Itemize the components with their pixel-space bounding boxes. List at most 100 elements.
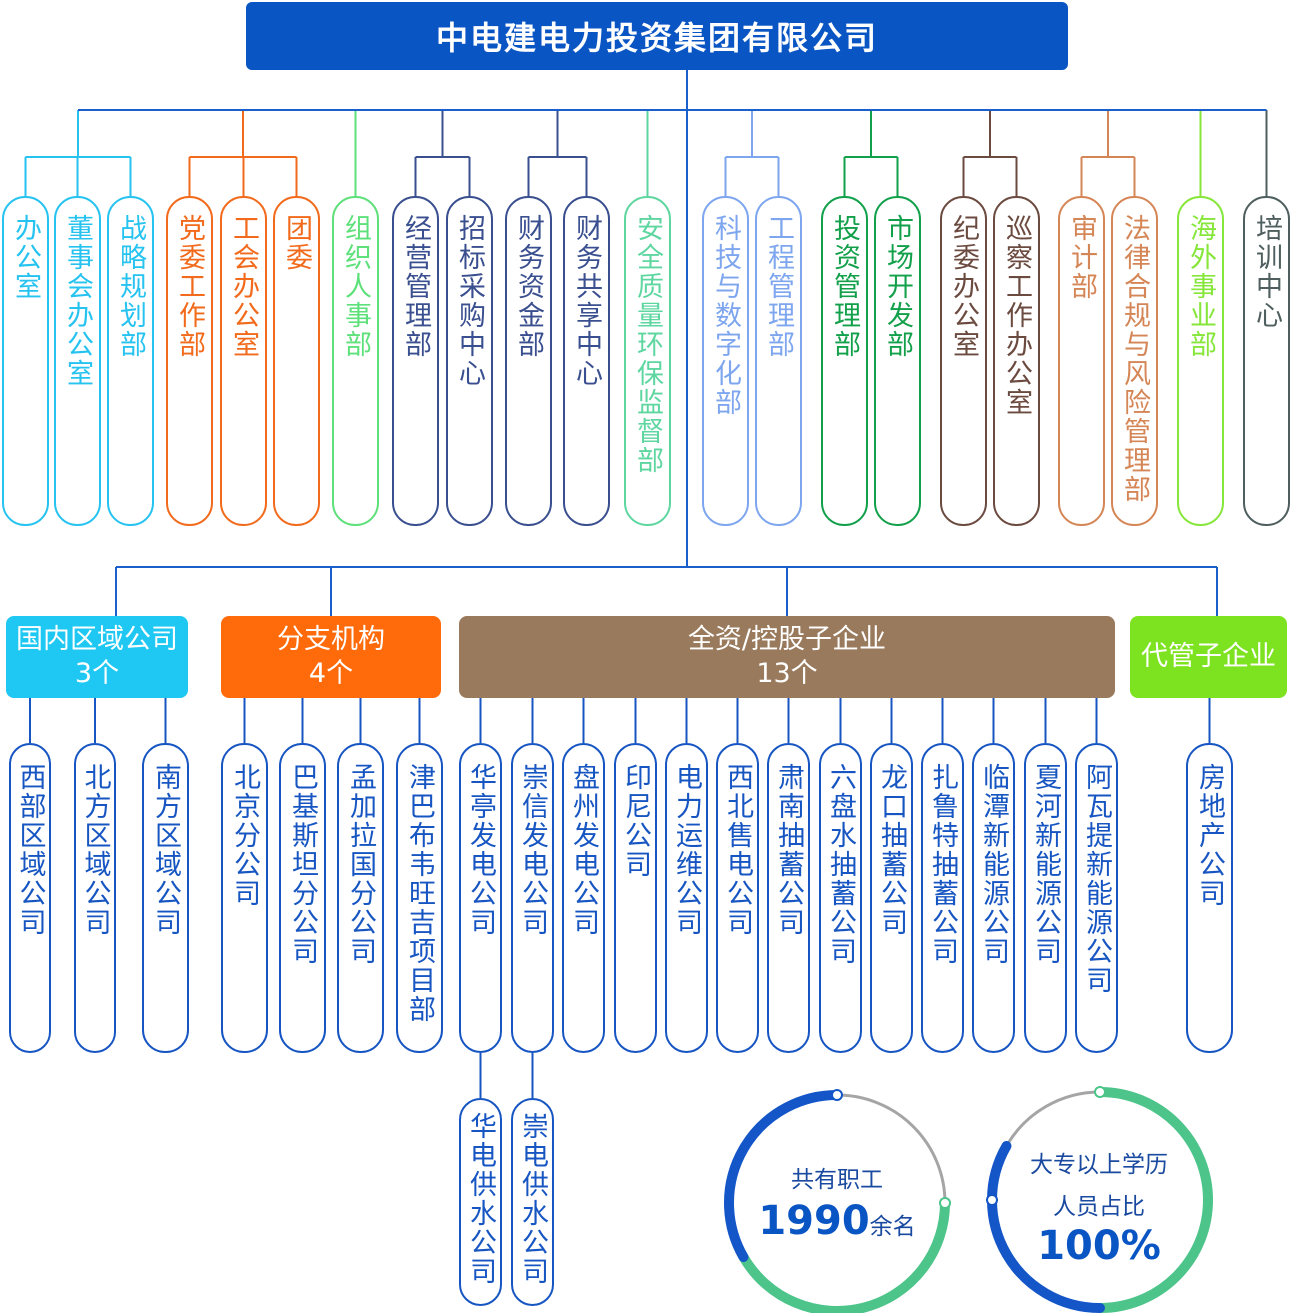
department-box: 组织人事部 [332, 196, 379, 526]
subsidiary-label: 华亭发电公司 [465, 763, 496, 937]
subsidiary-label: 西部区域公司 [14, 763, 46, 937]
subsidiary-box: 崇信发电公司 [511, 743, 554, 1053]
subsidiary-box: 龙口抽蓄公司 [870, 743, 913, 1053]
department-label: 党委工作部 [174, 214, 205, 359]
department-label: 招标采购中心 [454, 214, 485, 388]
department-box: 财务资金部 [505, 196, 552, 526]
department-box: 工会办公室 [220, 196, 267, 526]
department-box: 审计部 [1058, 196, 1105, 526]
department-label: 经营管理部 [400, 214, 431, 359]
subsidiary-label: 南方区域公司 [150, 763, 181, 937]
department-box: 工程管理部 [755, 196, 802, 526]
water-unit-box: 华电供水公司 [459, 1098, 502, 1306]
department-box: 海外事业部 [1177, 196, 1224, 526]
category-label: 分支机构 [277, 624, 385, 656]
department-box: 投资管理部 [821, 196, 868, 526]
department-box: 市场开发部 [874, 196, 921, 526]
department-box: 招标采购中心 [446, 196, 493, 526]
subsidiary-label: 北方区域公司 [79, 763, 111, 937]
category-label: 全资/控股子企业 [687, 624, 887, 656]
subsidiary-label: 肃南抽蓄公司 [773, 763, 804, 937]
subsidiary-box: 北京分公司 [221, 743, 268, 1053]
department-label: 法律合规与风险管理部 [1119, 214, 1150, 504]
department-label: 财务共享中心 [571, 214, 602, 388]
water-unit-label: 华电供水公司 [465, 1112, 496, 1286]
stat-education-label: 大专以上学历 [1030, 1152, 1168, 1178]
subsidiary-label: 龙口抽蓄公司 [876, 763, 907, 937]
department-box: 战略规划部 [107, 196, 154, 526]
department-box: 办公室 [2, 196, 49, 526]
subsidiary-label: 津巴布韦旺吉项目部 [404, 763, 435, 1024]
subsidiary-box: 西部区域公司 [9, 743, 51, 1053]
department-box: 董事会办公室 [54, 196, 101, 526]
subsidiary-box: 北方区域公司 [74, 743, 116, 1053]
department-label: 海外事业部 [1185, 214, 1216, 359]
subsidiary-label: 印尼公司 [620, 763, 651, 879]
department-label: 审计部 [1066, 214, 1097, 301]
subsidiary-box: 临潭新能源公司 [972, 743, 1015, 1053]
stat-employees-label: 共有职工 [791, 1167, 883, 1193]
department-box: 经营管理部 [392, 196, 439, 526]
department-box: 财务共享中心 [563, 196, 610, 526]
subsidiary-box: 巴基斯坦分公司 [279, 743, 326, 1053]
department-label: 安全质量环保监督部 [632, 214, 663, 475]
department-label: 办公室 [10, 214, 41, 301]
department-label: 财务资金部 [513, 214, 544, 359]
category-label: 代管子企业 [1141, 641, 1276, 673]
subsidiary-label: 北京分公司 [229, 763, 260, 908]
subsidiary-box: 西北售电公司 [716, 743, 759, 1053]
department-label: 董事会办公室 [62, 214, 93, 388]
category-box: 代管子企业 [1130, 616, 1287, 698]
subsidiary-label: 房地产公司 [1194, 763, 1225, 908]
subsidiary-label: 阿瓦提新能源公司 [1081, 763, 1112, 995]
subsidiary-box: 电力运维公司 [665, 743, 708, 1053]
category-count: 3个 [74, 658, 120, 689]
department-label: 组织人事部 [340, 214, 371, 359]
subsidiary-box: 房地产公司 [1186, 743, 1233, 1053]
department-label: 科技与数字化部 [710, 214, 741, 417]
company-title: 中电建电力投资集团有限公司 [246, 2, 1068, 70]
subsidiary-box: 肃南抽蓄公司 [767, 743, 810, 1053]
stat-employees: 共有职工 1990余名 [725, 1160, 949, 1244]
department-label: 纪委办公室 [948, 214, 979, 359]
subsidiary-box: 南方区域公司 [142, 743, 189, 1053]
subsidiary-label: 六盘水抽蓄公司 [825, 763, 856, 966]
subsidiary-label: 临潭新能源公司 [978, 763, 1009, 966]
subsidiary-label: 巴基斯坦分公司 [287, 763, 318, 966]
category-count: 4个 [308, 658, 354, 689]
subsidiary-label: 西北售电公司 [722, 763, 753, 937]
department-label: 工会办公室 [228, 214, 259, 359]
department-box: 安全质量环保监督部 [624, 196, 671, 526]
department-label: 投资管理部 [829, 214, 860, 359]
subsidiary-box: 扎鲁特抽蓄公司 [921, 743, 964, 1053]
department-box: 团委 [273, 196, 320, 526]
subsidiary-label: 盘州发电公司 [568, 763, 599, 937]
stat-education-value: 100% [1037, 1223, 1161, 1269]
department-box: 巡察工作办公室 [993, 196, 1040, 526]
stat-education-label2: 人员占比 [1053, 1194, 1145, 1220]
subsidiary-box: 六盘水抽蓄公司 [819, 743, 862, 1053]
category-count: 13个 [756, 658, 818, 689]
subsidiary-label: 崇信发电公司 [517, 763, 548, 937]
subsidiary-label: 孟加拉国分公司 [345, 763, 376, 966]
water-unit-box: 崇电供水公司 [511, 1098, 554, 1306]
stat-education: 大专以上学历 人员占比 100% [987, 1145, 1211, 1269]
category-label: 国内区域公司 [16, 624, 178, 656]
water-unit-label: 崇电供水公司 [517, 1112, 548, 1286]
department-box: 科技与数字化部 [702, 196, 749, 526]
subsidiary-box: 孟加拉国分公司 [337, 743, 384, 1053]
subsidiary-box: 夏河新能源公司 [1024, 743, 1067, 1053]
subsidiary-box: 华亭发电公司 [459, 743, 502, 1053]
subsidiary-label: 电力运维公司 [671, 763, 702, 937]
department-label: 团委 [281, 214, 312, 272]
department-box: 培训中心 [1243, 196, 1290, 526]
subsidiary-label: 扎鲁特抽蓄公司 [927, 763, 958, 966]
subsidiary-box: 阿瓦提新能源公司 [1075, 743, 1118, 1053]
stat-employees-value: 1990 [758, 1198, 870, 1244]
department-box: 法律合规与风险管理部 [1111, 196, 1158, 526]
